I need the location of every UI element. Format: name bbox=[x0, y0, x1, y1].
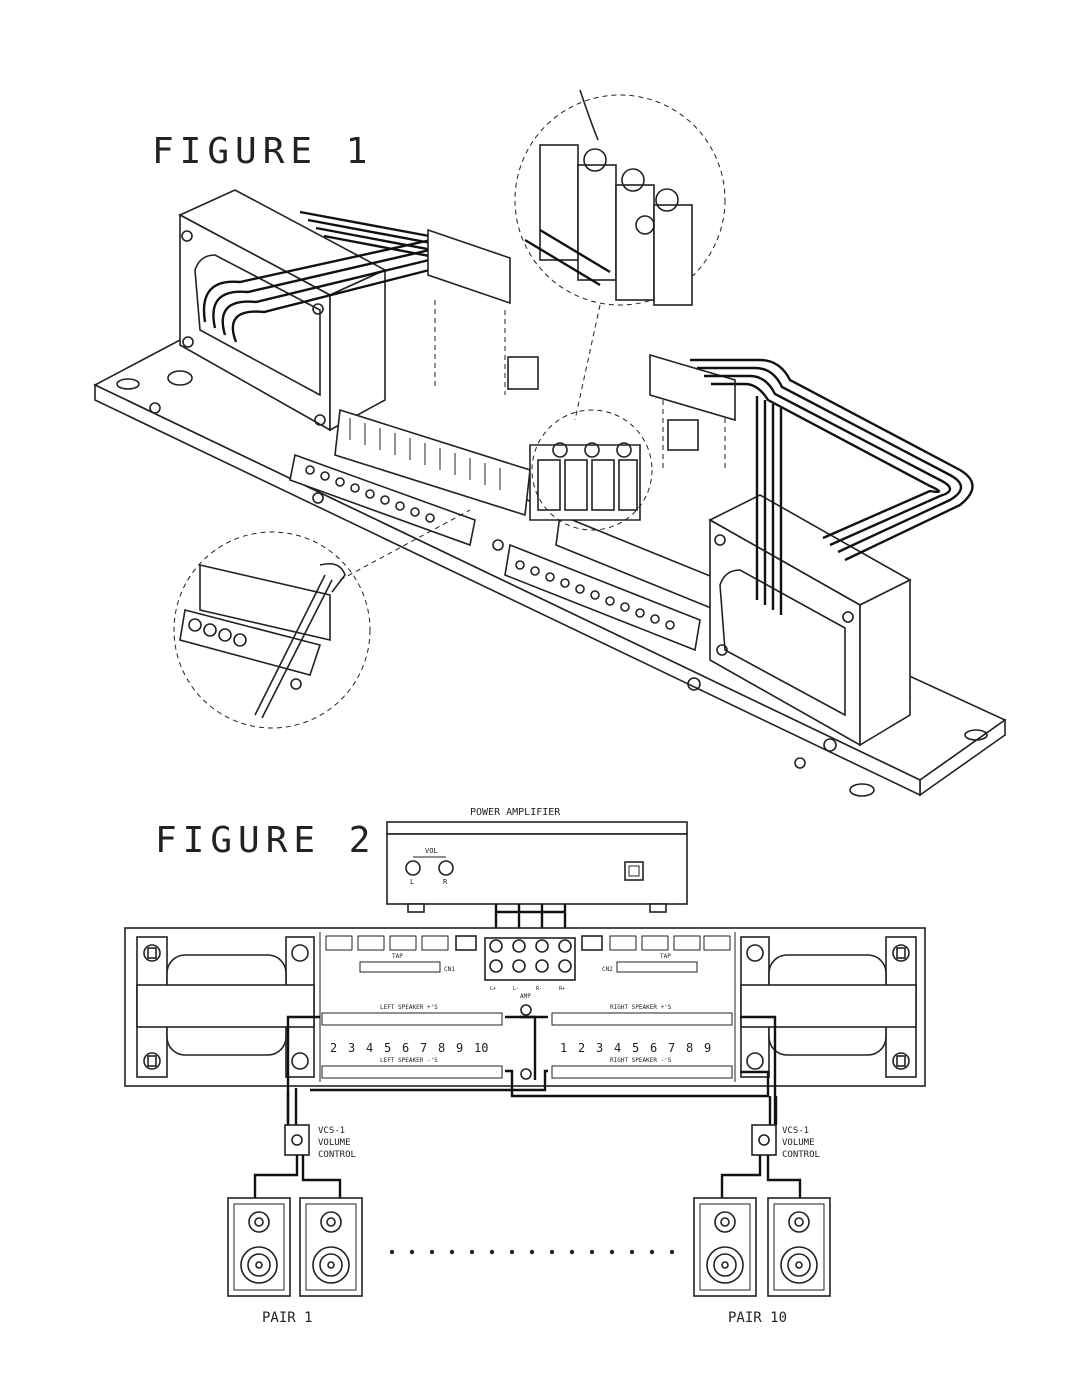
terminal-block-magnified bbox=[524, 89, 693, 306]
volume-label: VOL bbox=[425, 847, 438, 855]
rack-panel: TAP CN1 TAP CN2 L+ L- bbox=[124, 927, 926, 1125]
amp-terminal-l-plus: L+ bbox=[490, 986, 496, 992]
right-speaker-terminals: RIGHT SPEAKER +'S 1 2 3 4 5 6 7 8 9 RIGH… bbox=[551, 1004, 733, 1079]
rack-left-transformer bbox=[136, 936, 315, 1078]
right-number-6: 6 bbox=[650, 1041, 657, 1055]
speaker-icon bbox=[693, 1197, 757, 1297]
cn2-label: CN2 bbox=[602, 966, 613, 973]
figure-2-title: FIGURE 2 bbox=[155, 820, 376, 861]
left-speaker-plus-label: LEFT SPEAKER +'S bbox=[380, 1004, 438, 1011]
amp-terminal-l-minus: L- bbox=[513, 986, 519, 992]
right-number-4: 4 bbox=[614, 1041, 621, 1055]
right-vc-line-3: CONTROL bbox=[782, 1150, 820, 1160]
left-number-4: 4 bbox=[366, 1041, 373, 1055]
tap-connectors-right: TAP CN2 bbox=[581, 935, 731, 973]
left-number-5: 5 bbox=[384, 1041, 391, 1055]
knob-label-right: R bbox=[443, 878, 448, 886]
figure-1-detail-callouts bbox=[173, 89, 726, 729]
right-volume-control-icon bbox=[751, 1124, 777, 1156]
right-number-9: 9 bbox=[704, 1041, 711, 1055]
right-number-2: 2 bbox=[578, 1041, 585, 1055]
left-number-10: 10 bbox=[474, 1041, 488, 1055]
speaker-pair-10: PAIR 10 bbox=[693, 1197, 831, 1326]
right-volume-knob bbox=[438, 860, 454, 876]
tap-label-left: TAP bbox=[392, 953, 403, 960]
right-speaker-plus-label: RIGHT SPEAKER +'S bbox=[610, 1004, 672, 1011]
right-number-3: 3 bbox=[596, 1041, 603, 1055]
right-number-1: 1 bbox=[560, 1041, 567, 1055]
knob-label-left: L bbox=[410, 878, 414, 886]
figure-1-left-transformer bbox=[178, 189, 511, 432]
left-speaker-terminals: LEFT SPEAKER +'S 2 3 4 5 6 7 8 9 10 LEFT… bbox=[321, 1004, 503, 1079]
left-number-7: 7 bbox=[420, 1041, 427, 1055]
right-number-8: 8 bbox=[686, 1041, 693, 1055]
power-amplifier: POWER AMPLIFIER VOL L R bbox=[386, 807, 688, 913]
left-number-2: 2 bbox=[330, 1041, 337, 1055]
speaker-icon bbox=[299, 1197, 363, 1297]
pair-10-label: PAIR 10 bbox=[728, 1310, 787, 1326]
cn1-label: CN1 bbox=[444, 966, 455, 973]
figure-1-terminal-board bbox=[289, 300, 726, 652]
tap-connectors-left: TAP CN1 bbox=[325, 935, 477, 973]
speaker-icon bbox=[767, 1197, 831, 1297]
panel-internal-wiring bbox=[286, 1015, 777, 1125]
tap-label-right: TAP bbox=[660, 953, 671, 960]
power-switch-icon bbox=[624, 861, 644, 881]
amp-terminal-r-plus: R+ bbox=[559, 986, 565, 992]
figure-1-right-transformer bbox=[649, 353, 974, 747]
left-speaker-minus-label: LEFT SPEAKER -'S bbox=[380, 1057, 438, 1064]
right-number-5: 5 bbox=[632, 1041, 639, 1055]
left-number-3: 3 bbox=[348, 1041, 355, 1055]
power-amplifier-label: POWER AMPLIFIER bbox=[470, 807, 561, 818]
pair-1-label: PAIR 1 bbox=[262, 1310, 313, 1326]
speaker-pair-1: PAIR 1 bbox=[227, 1197, 363, 1326]
figure-1: FIGURE 1 bbox=[93, 89, 1007, 797]
amp-terminal-r-minus: R- bbox=[536, 986, 542, 992]
rack-right-transformer bbox=[740, 936, 917, 1078]
amp-terminal-block: L+ L- R- R+ AMP bbox=[484, 937, 576, 1080]
right-vc-line-2: VOLUME bbox=[782, 1138, 815, 1148]
left-vc-line-2: VOLUME bbox=[318, 1138, 351, 1148]
left-number-6: 6 bbox=[402, 1041, 409, 1055]
left-number-9: 9 bbox=[456, 1041, 463, 1055]
figure-1-title: FIGURE 1 bbox=[152, 131, 373, 172]
left-volume-control-icon bbox=[284, 1124, 310, 1156]
left-vc-line-3: CONTROL bbox=[318, 1150, 356, 1160]
speaker-pairs-continuation-dots bbox=[389, 1249, 675, 1255]
left-number-8: 8 bbox=[438, 1041, 445, 1055]
left-volume-knob bbox=[405, 860, 421, 876]
figure-2: FIGURE 2 POWER AMPLIFIER VOL L R bbox=[124, 807, 926, 1326]
right-speaker-minus-label: RIGHT SPEAKER -'S bbox=[610, 1057, 672, 1064]
right-vc-line-1: VCS-1 bbox=[782, 1126, 809, 1136]
amp-label: AMP bbox=[520, 993, 531, 1000]
speaker-icon bbox=[227, 1197, 291, 1297]
left-vc-line-1: VCS-1 bbox=[318, 1126, 345, 1136]
left-volume-control: VCS-1 VOLUME CONTROL bbox=[253, 1088, 356, 1198]
right-number-7: 7 bbox=[668, 1041, 675, 1055]
screw-terminal-magnified bbox=[179, 562, 346, 719]
right-volume-control: VCS-1 VOLUME CONTROL bbox=[720, 1096, 820, 1198]
